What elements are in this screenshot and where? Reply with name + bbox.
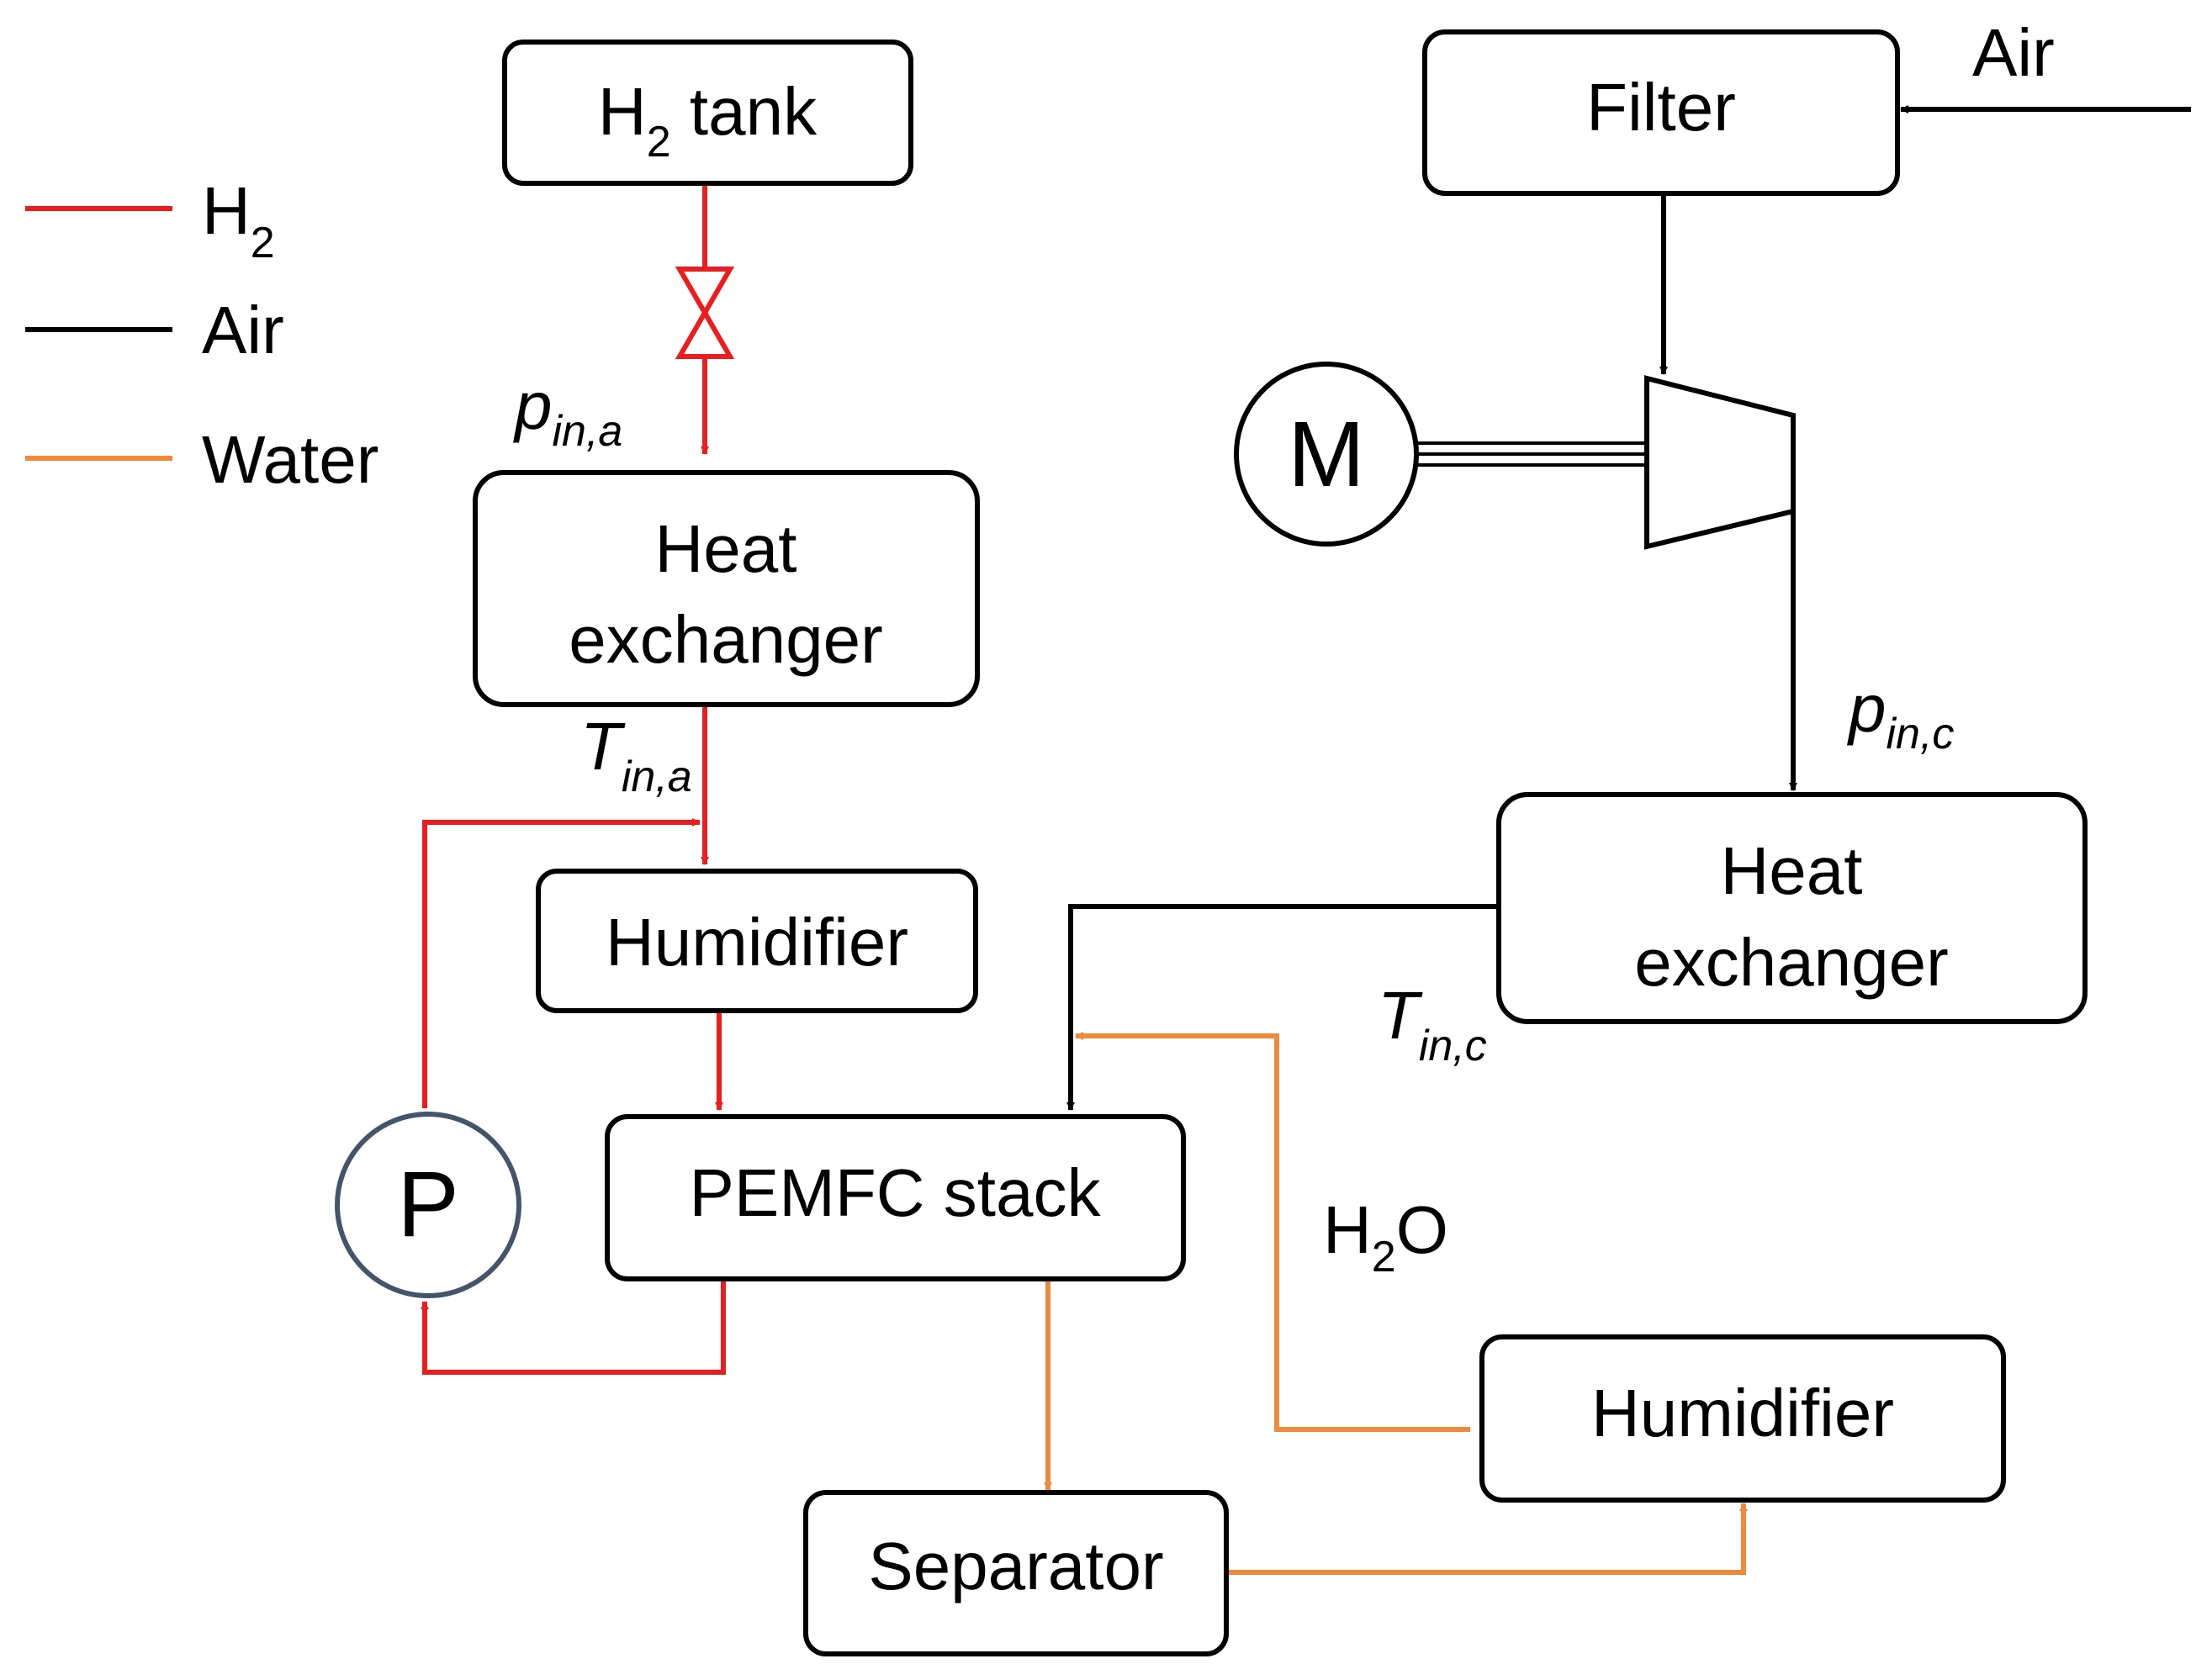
legend: H2 Air Water: [25, 173, 378, 497]
separator-label: Separator: [868, 1529, 1163, 1603]
air-flow-lines: [1066, 105, 2191, 1111]
water-flow-lines: [1044, 1032, 1748, 1575]
h2-flow-lines: [421, 183, 735, 1375]
h2-tank-label: H2 tank: [598, 74, 818, 166]
pemfc-stack-label: PEMFC stack: [690, 1155, 1102, 1230]
cathode-heat-exchanger-box: Heat exchanger: [1496, 792, 2088, 1024]
cathode-humidifier-box: Humidifier: [1479, 1334, 2006, 1503]
anode-heat-exchanger-box: Heat exchanger: [473, 470, 980, 707]
h2o-label: H2O: [1323, 1192, 1448, 1281]
compressor-icon: [1644, 375, 1796, 550]
pemfc-stack-box: PEMFC stack: [605, 1114, 1186, 1281]
anode-humidifier-box: Humidifier: [536, 869, 978, 1013]
water-humidifier-to-cathode-inlet: [1075, 1032, 1470, 1432]
h2-pump-recirculation-to-inlet: [422, 818, 701, 1108]
anode-humidifier-label: Humidifier: [606, 905, 908, 980]
filter-box: Filter: [1422, 29, 1900, 196]
h2-tank-box: H2 tank: [502, 40, 913, 186]
anode-heat-exchanger-line2: exchanger: [569, 602, 883, 677]
t-in-c-label: Tin,c: [1378, 978, 1487, 1070]
t-in-a-label: Tin,a: [580, 709, 692, 801]
separator-box: Separator: [803, 1490, 1229, 1656]
cathode-humidifier-label: Humidifier: [1591, 1376, 1894, 1450]
filter-label: Filter: [1586, 70, 1736, 145]
air-heat-exchanger-to-stack: [1066, 904, 1499, 1111]
water-separator-to-humidifier: [1228, 1503, 1748, 1575]
cathode-heat-exchanger-line1: Heat: [1721, 833, 1863, 908]
p-in-a-label: pin,a: [513, 368, 622, 456]
motor: M: [1234, 362, 1419, 547]
legend-water-label: Water: [202, 422, 378, 497]
legend-air-label: Air: [202, 293, 284, 367]
valve-icon: [675, 267, 735, 359]
motor-label: M: [1288, 403, 1365, 506]
air-inlet-label: Air: [1972, 15, 2055, 90]
h2-stack-outlet-to-pump: [421, 1279, 726, 1375]
p-in-c-label: pin,c: [1847, 671, 1954, 758]
anode-heat-exchanger-line1: Heat: [655, 511, 797, 586]
motor-shaft: [1416, 441, 1647, 467]
legend-h2-label: H2: [202, 173, 275, 267]
pump-label: P: [397, 1153, 458, 1256]
pump: P: [335, 1112, 521, 1298]
cathode-heat-exchanger-line2: exchanger: [1634, 925, 1949, 1000]
